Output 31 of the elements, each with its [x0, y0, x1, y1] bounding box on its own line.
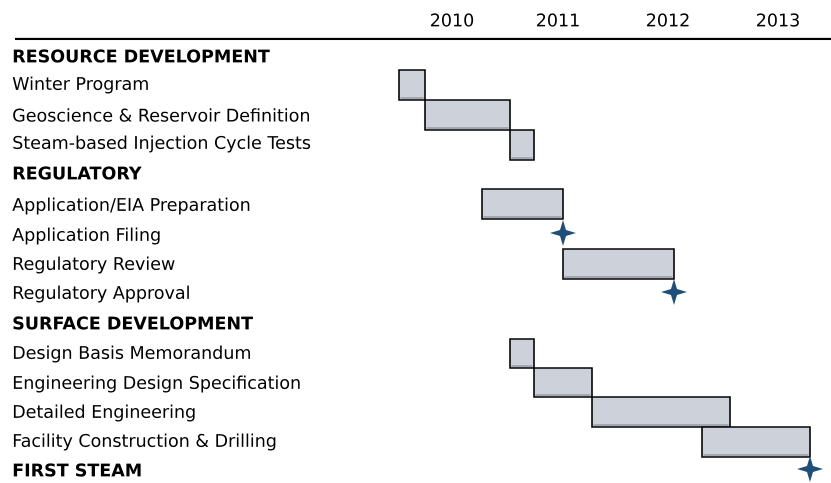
- task-name: Detailed Engineering: [14, 404, 195, 422]
- milestone-star: [797, 456, 823, 482]
- year-label: 2011: [537, 13, 579, 27]
- task-bar: [562, 248, 675, 280]
- task-name: Winter Program: [12, 76, 148, 94]
- year-label: 2010: [431, 13, 474, 27]
- milestone-star: [661, 279, 687, 305]
- section-heading: REGULATORY: [14, 166, 142, 180]
- task-name: Geoscience & Reservoir Definition: [13, 108, 309, 122]
- task-name: Regulatory Review: [14, 256, 175, 274]
- year-label: 2012: [647, 13, 688, 27]
- task-bar: [509, 338, 535, 369]
- task-bar: [533, 367, 593, 398]
- task-bar: [424, 99, 511, 131]
- task-name: Regulatory Approval: [14, 286, 189, 302]
- milestone-star: [550, 220, 576, 246]
- task-bar: [701, 426, 811, 458]
- task-name: Facility Construction & Drilling: [14, 434, 276, 450]
- task-bar: [591, 396, 731, 428]
- task-name: Steam-based Injection Cycle Tests: [13, 136, 310, 152]
- section-heading: SURFACE DEVELOPMENT: [13, 316, 253, 330]
- task-bar: [481, 188, 564, 220]
- task-name: Engineering Design Specification: [14, 376, 300, 392]
- task-bar: [509, 129, 535, 161]
- task-bar: [398, 69, 426, 101]
- year-label: 2013: [757, 13, 799, 27]
- task-name: Application/EIA Preparation: [12, 198, 250, 214]
- section-heading: RESOURCE DEVELOPMENT: [14, 49, 270, 63]
- task-name: Application Filing: [12, 228, 160, 244]
- section-heading: FIRST STEAM: [14, 463, 141, 477]
- task-name: Design Basis Memorandum: [14, 346, 250, 362]
